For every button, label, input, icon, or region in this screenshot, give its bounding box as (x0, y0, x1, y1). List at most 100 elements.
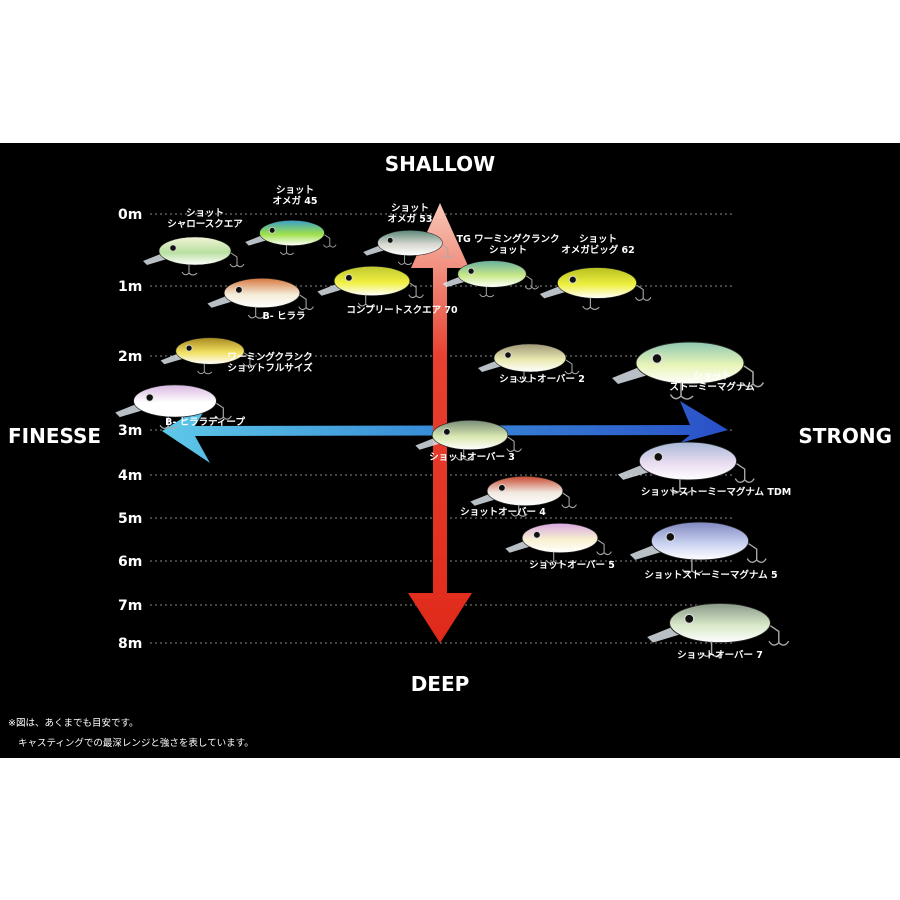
lure-label-stormy-magnum-0: ショット (693, 371, 731, 382)
lure-body (557, 267, 637, 299)
lure-tail-hook (242, 352, 257, 367)
axis-label-bottom: DEEP (411, 672, 470, 696)
lure-belly-hook (247, 306, 265, 319)
lure-belly-hook (669, 478, 692, 495)
lure-tg-warming-crank (442, 260, 539, 298)
lure-belly-hook (279, 244, 295, 256)
footnote: ※図は、あくまでも目安です。 キャスティングでの最深レンジと強さを表しています。 (8, 714, 254, 754)
depth-arrow (408, 203, 472, 643)
lure-eye (185, 344, 193, 352)
lure-belly-hook (181, 264, 198, 276)
lure-label-b-hirara-deep-0: B- ヒララディープ (165, 416, 245, 428)
lure-omega-big-62 (539, 267, 652, 310)
lure-label-warming-crank-full-0: ワーミングクランク (227, 351, 312, 363)
lure-warming-crank-full (160, 337, 257, 375)
lure-belly-hook (197, 363, 213, 375)
lure-label-b-hirara-0: B- ヒララ (263, 311, 306, 322)
lure-label-stormy-magnum-5-0: ショットストーミーマグナム 5 (644, 569, 777, 581)
lure-label-omega-45-0: ショット (276, 185, 314, 196)
lure-tail-hook (564, 359, 580, 375)
lure-label-omega-big-62-0: ショット (579, 234, 617, 245)
lure-eye (651, 353, 663, 364)
lure-tail-hook (506, 436, 522, 453)
axis-label-top: SHALLOW (385, 152, 495, 176)
lure-label-warming-crank-full-1: ショットフルサイズ (227, 362, 313, 374)
lure-tail-hook (214, 402, 232, 420)
lure-shallow-square (143, 236, 245, 276)
lure-belly-hook (701, 641, 724, 658)
lure-over-5 (505, 522, 612, 564)
lure-label-omega-53-1: オメガ 53 (387, 213, 432, 225)
lure-body (635, 341, 745, 385)
lure-label-over-7-0: ショットオーバー 7 (677, 649, 763, 661)
lure-eye (653, 452, 664, 462)
lure-body (259, 220, 325, 246)
lure-tail-hook (635, 284, 652, 301)
footnote-line-2: キャスティングでの最深レンジと強さを表しています。 (18, 738, 254, 749)
lure-stormy-magnum-tdm (617, 441, 755, 495)
axis-label-left: FINESSE (8, 424, 101, 448)
lure-body (158, 236, 232, 266)
lure-body (133, 384, 217, 418)
lure-eye (268, 227, 276, 234)
lure-belly-hook (397, 254, 413, 266)
lure-tail-hook (596, 539, 612, 556)
depth-label-5: 5m (118, 511, 142, 527)
depth-label-4: 4m (118, 468, 142, 484)
lure-tail-hook (741, 365, 765, 388)
lure-body (650, 521, 750, 561)
lure-label-stormy-magnum-tdm-0: ショットストーミーマグナム TDM (641, 486, 791, 498)
lure-belly-hook (582, 297, 600, 310)
depth-label-8: 8m (118, 636, 142, 652)
lure-eye (504, 351, 512, 359)
lure-over-7 (647, 602, 790, 658)
lure-label-over-3-0: ショットオーバー 3 (429, 451, 515, 463)
lure-body (638, 441, 738, 481)
lure-body (377, 230, 443, 256)
lure-label-omega-53-0: ショット (391, 203, 429, 214)
lure-eye (568, 275, 577, 284)
lure-tail-hook (524, 275, 539, 290)
depth-label-1: 1m (118, 279, 142, 295)
lure-tail-hook (768, 625, 790, 646)
axis-label-right: STRONG (798, 424, 892, 448)
lure-b-hirara-deep (115, 384, 232, 430)
lure-belly-hook (681, 558, 704, 575)
lure-body (521, 522, 599, 554)
lure-body (223, 277, 301, 309)
lure-eye (533, 531, 541, 539)
lure-tail-hook (746, 543, 767, 563)
depth-label-6: 6m (118, 554, 142, 570)
lure-omega-53 (363, 230, 455, 266)
lure-belly-hook (669, 382, 694, 400)
lure-stormy-magnum (612, 341, 765, 400)
lure-tail-hook (298, 294, 314, 311)
lure-eye (145, 393, 154, 402)
lure-label-tg-warming-crank-1: ショット (489, 245, 527, 256)
lure-over-4 (470, 475, 577, 517)
lure-tail-hook (441, 244, 455, 258)
lure-eye (498, 484, 506, 492)
lure-complete-square-70 (317, 265, 424, 307)
lure-label-over-2-0: ショットオーバー 2 (499, 373, 585, 385)
lure-body (669, 602, 771, 644)
lure-eye (467, 267, 475, 275)
lure-belly-hook (159, 415, 178, 430)
depth-label-2: 2m (118, 349, 142, 365)
lure-eye (345, 274, 353, 282)
lure-belly-hook (516, 371, 533, 383)
lure-belly-hook (479, 286, 495, 298)
depth-label-0: 0m (118, 207, 142, 223)
lure-body (431, 419, 509, 451)
lure-label-omega-45-1: オメガ 45 (272, 195, 317, 207)
lure-label-shallow-square-1: シャロースクエア (167, 219, 243, 230)
lure-belly-hook (510, 504, 528, 517)
lure-eye (169, 244, 177, 252)
lure-label-over-5-0: ショットオーバー 5 (529, 559, 615, 571)
depth-label-3: 3m (118, 423, 142, 439)
lure-over-3 (415, 419, 522, 461)
lure-tail-hook (408, 282, 424, 299)
lure-tail-hook (561, 492, 577, 509)
